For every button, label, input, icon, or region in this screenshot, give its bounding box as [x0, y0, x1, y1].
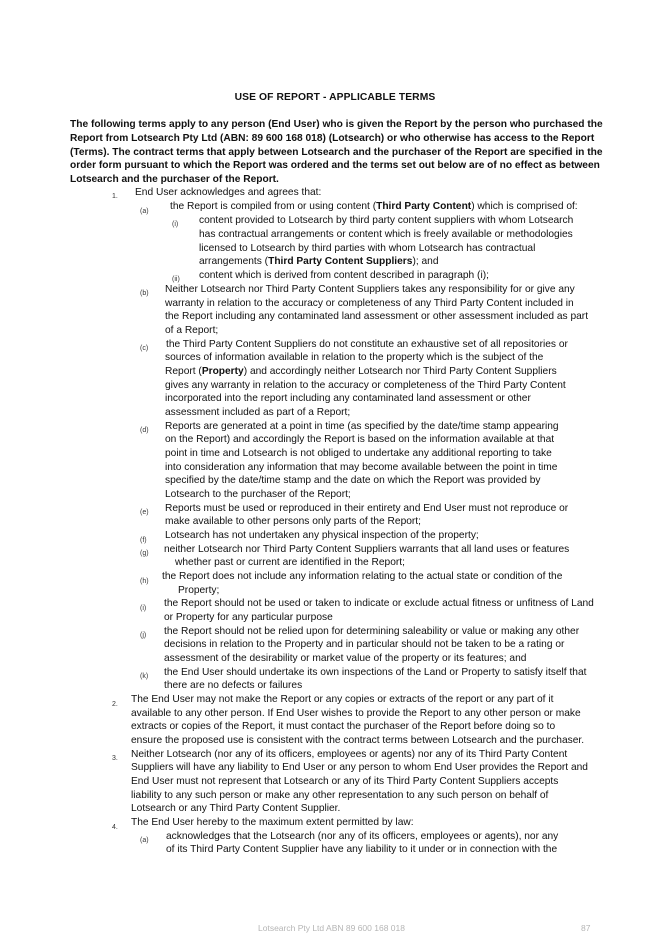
item-number: (i) — [140, 605, 147, 612]
item-line: the End User should undertake its own in… — [164, 667, 587, 678]
subitem-number: (i) — [172, 221, 179, 228]
item-number: (a) — [140, 208, 149, 215]
clause-number: 2. — [112, 701, 118, 708]
item-number: (e) — [140, 509, 149, 516]
clause-text: End User acknowledges and agrees that: — [135, 187, 322, 198]
item-line: sources of information available in rela… — [165, 352, 544, 363]
item-line: gives any warranty in relation to the ac… — [165, 380, 566, 391]
subitem-line: content which is derived from content de… — [199, 270, 489, 281]
item-line: the Third Party Content Suppliers do not… — [166, 339, 568, 350]
item-number: (b) — [140, 290, 149, 297]
subitem-line: content provided to Lotsearch by third p… — [199, 215, 574, 226]
item-number: (j) — [140, 632, 147, 639]
item-line: neither Lotsearch nor Third Party Conten… — [164, 544, 570, 555]
item-number: (d) — [140, 427, 149, 434]
subitem-line: licensed to Lotsearch by third parties w… — [199, 243, 536, 254]
subitem-number: (ii) — [172, 276, 180, 283]
item-line: Reports are generated at a point in time… — [165, 421, 559, 432]
clause-line: Lotsearch or any Third Party Content Sup… — [131, 803, 341, 814]
item-line: whether past or current are identified i… — [175, 557, 405, 568]
item-line: incorporated into the report including a… — [165, 393, 531, 404]
page-number: 87 — [581, 923, 591, 933]
item-text: the Report is compiled from or using con… — [170, 201, 578, 212]
footer-company: Lotsearch Pty Ltd ABN 89 600 168 018 — [258, 923, 405, 933]
item-line: Lotsearch to the purchaser of the Report… — [165, 489, 351, 500]
item-line: Property; — [178, 585, 220, 596]
clause-line: The End User may not make the Report or … — [131, 694, 554, 705]
item-line: the Report should not be relied upon for… — [164, 626, 580, 637]
intro-paragraph: The following terms apply to any person … — [70, 119, 603, 186]
item-number: (h) — [140, 578, 149, 585]
subitem-line: arrangements (Third Party Content Suppli… — [199, 256, 439, 267]
item-number: (a) — [140, 837, 149, 844]
item-line: acknowledges that the Lotsearch (nor any… — [166, 831, 559, 842]
clause-line: liability to any such person or make any… — [131, 790, 549, 801]
item-line: Neither Lotsearch nor Third Party Conten… — [165, 284, 575, 295]
item-line: the Report does not include any informat… — [162, 571, 563, 582]
item-number: (f) — [140, 537, 147, 544]
item-number: (g) — [140, 550, 149, 557]
item-line: of a Report; — [165, 325, 219, 336]
item-line: assessment of the desirability or market… — [164, 653, 527, 664]
item-line: there are no defects or failures — [164, 680, 303, 691]
item-line: the Report should not be used or taken t… — [164, 598, 594, 609]
item-line: decisions in relation to the Property an… — [164, 639, 565, 650]
clause-line: Neither Lotsearch (nor any of its office… — [131, 749, 568, 760]
page-title: USE OF REPORT - APPLICABLE TERMS — [234, 92, 436, 103]
item-line: Report (Property) and accordingly neithe… — [165, 366, 557, 377]
item-line: assessment included as part of a Report; — [165, 407, 351, 418]
item-number: (k) — [140, 673, 149, 680]
item-line: specified by the date/time stamp and the… — [165, 475, 541, 486]
item-line: of its Third Party Content Supplier have… — [166, 844, 558, 855]
item-line: on the Report) and accordingly the Repor… — [165, 434, 555, 445]
item-line: point in time and Lotsearch is not oblig… — [165, 448, 552, 459]
clause-number: 4. — [112, 824, 118, 831]
item-line: into consideration any information that … — [165, 462, 558, 473]
item-line: warranty in relation to the accuracy or … — [165, 298, 574, 309]
item-line: Lotsearch has not undertaken any physica… — [165, 530, 479, 541]
clause-number: 1. — [112, 193, 118, 200]
item-line: or Property for any particular purpose — [164, 612, 333, 623]
item-line: the Report including any contaminated la… — [165, 311, 589, 322]
item-number: (c) — [140, 345, 149, 352]
clause-line: ensure the proposed use is consistent wi… — [131, 735, 585, 746]
clause-line: End User must not represent that Lotsear… — [131, 776, 559, 787]
clause-number: 3. — [112, 755, 118, 762]
clause-line: available to any other person. If End Us… — [131, 708, 581, 719]
clause-line: extracts or copies of the Report, it mus… — [131, 721, 556, 732]
clause-text: The End User hereby to the maximum exten… — [131, 817, 414, 828]
subitem-line: has contractual arrangements or content … — [199, 229, 573, 240]
item-line: make available to other persons only par… — [165, 516, 421, 527]
clause-line: Suppliers will have any liability to End… — [131, 762, 588, 773]
item-line: Reports must be used or reproduced in th… — [165, 503, 569, 514]
